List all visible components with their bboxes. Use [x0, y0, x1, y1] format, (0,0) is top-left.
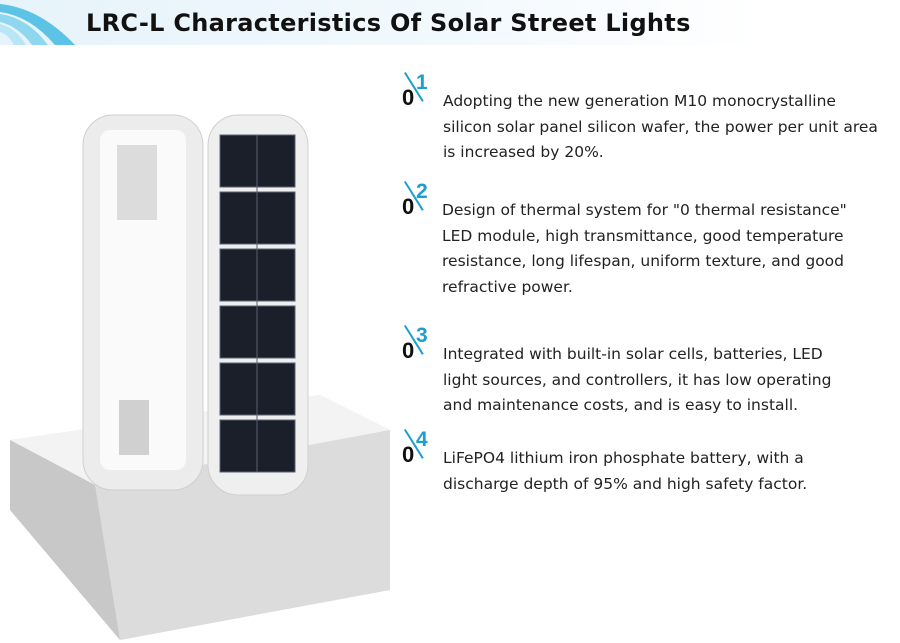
solar-street-light-illustration: [10, 114, 390, 640]
feature-text: Integrated with built-in solar cells, ba…: [443, 345, 832, 414]
swoosh-logo-icon: [0, 4, 75, 45]
header-banner: LRC-L Characteristics Of Solar Street Li…: [0, 0, 900, 45]
page-title: LRC-L Characteristics Of Solar Street Li…: [86, 9, 691, 37]
feature-text: Adopting the new generation M10 monocrys…: [443, 92, 878, 161]
feature-text: Design of thermal system for "0 thermal …: [442, 201, 847, 296]
feature-text: LiFePO4 lithium iron phosphate battery, …: [443, 449, 808, 493]
